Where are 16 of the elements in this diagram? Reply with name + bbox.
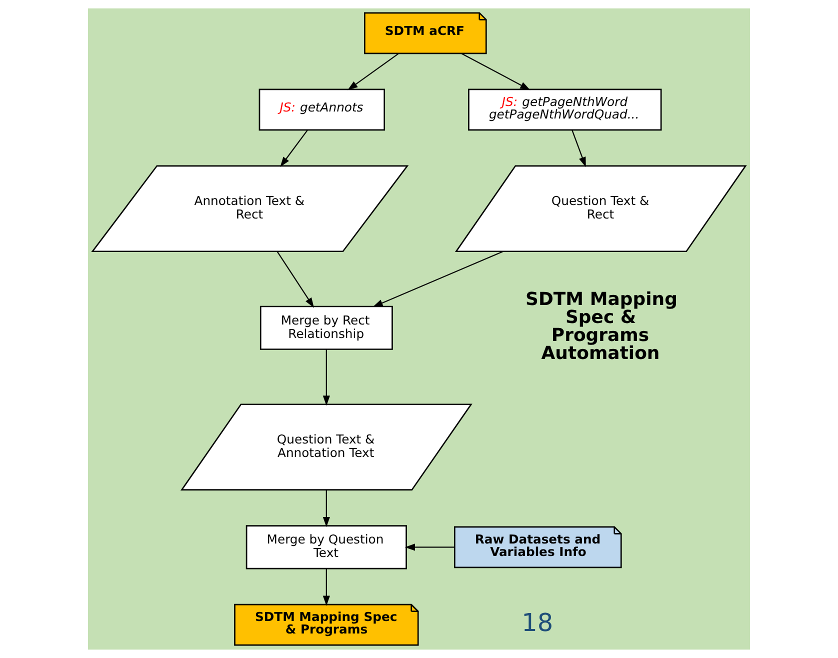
node-box: Merge by Question Text <box>246 525 407 570</box>
arrow <box>322 568 330 606</box>
arrow <box>348 53 399 90</box>
label: SDTM Mapping Spec & Programs Automation <box>526 289 678 364</box>
node-box: JS: getPageNthWord getPageNthWordQuad... <box>468 88 662 131</box>
arrow <box>322 349 330 406</box>
arrow <box>461 53 530 90</box>
arrow <box>404 544 454 551</box>
label: 18 <box>522 608 554 638</box>
arrow <box>372 251 504 308</box>
arrow <box>276 251 314 308</box>
node-box: Merge by Rect Relationship <box>260 306 393 350</box>
arrow <box>572 130 586 168</box>
arrow <box>280 130 308 167</box>
arrow <box>322 490 330 528</box>
node-box: JS: getAnnots <box>258 88 386 131</box>
